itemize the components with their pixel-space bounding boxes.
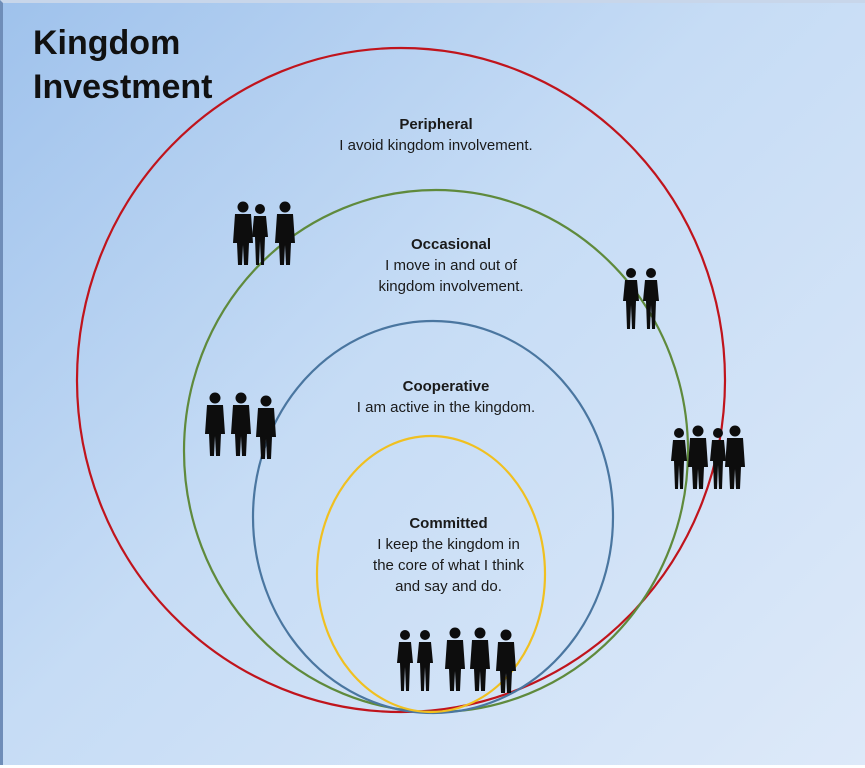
people-group-icon [205,392,276,459]
page-title: Kingdom Investment [33,21,213,109]
level-description-line-1: I keep the kingdom in [377,536,520,553]
title-line-1: Kingdom [33,24,181,62]
people-group-icon [671,425,745,489]
peripheral-ring [75,46,727,714]
title-line-2: Investment [33,68,213,106]
level-description: I am active in the kingdom. [356,399,536,416]
level-description-line-3: and say and do. [395,578,502,595]
level-name: Peripheral [399,116,473,133]
concentric-circles-diagram [75,46,745,715]
cooperative-label: Cooperative I am active in the kingdom. [331,376,561,418]
level-name: Committed [409,515,488,532]
occasional-label: Occasional I move in and out of kingdom … [346,234,556,297]
people-group-icon [233,201,295,265]
level-description-line-2: the core of what I think [373,557,524,574]
level-description: I avoid kingdom involvement. [339,137,533,154]
level-description-line-2: kingdom involvement. [378,278,524,295]
people-group-icon [397,627,516,693]
level-description-line-1: I move in and out of [385,257,517,274]
committed-label: Committed I keep the kingdom in the core… [346,513,551,597]
committed-ring [315,434,547,714]
level-name: Cooperative [402,378,490,395]
level-name: Occasional [410,236,492,253]
peripheral-label: Peripheral I avoid kingdom involvement. [321,114,551,156]
